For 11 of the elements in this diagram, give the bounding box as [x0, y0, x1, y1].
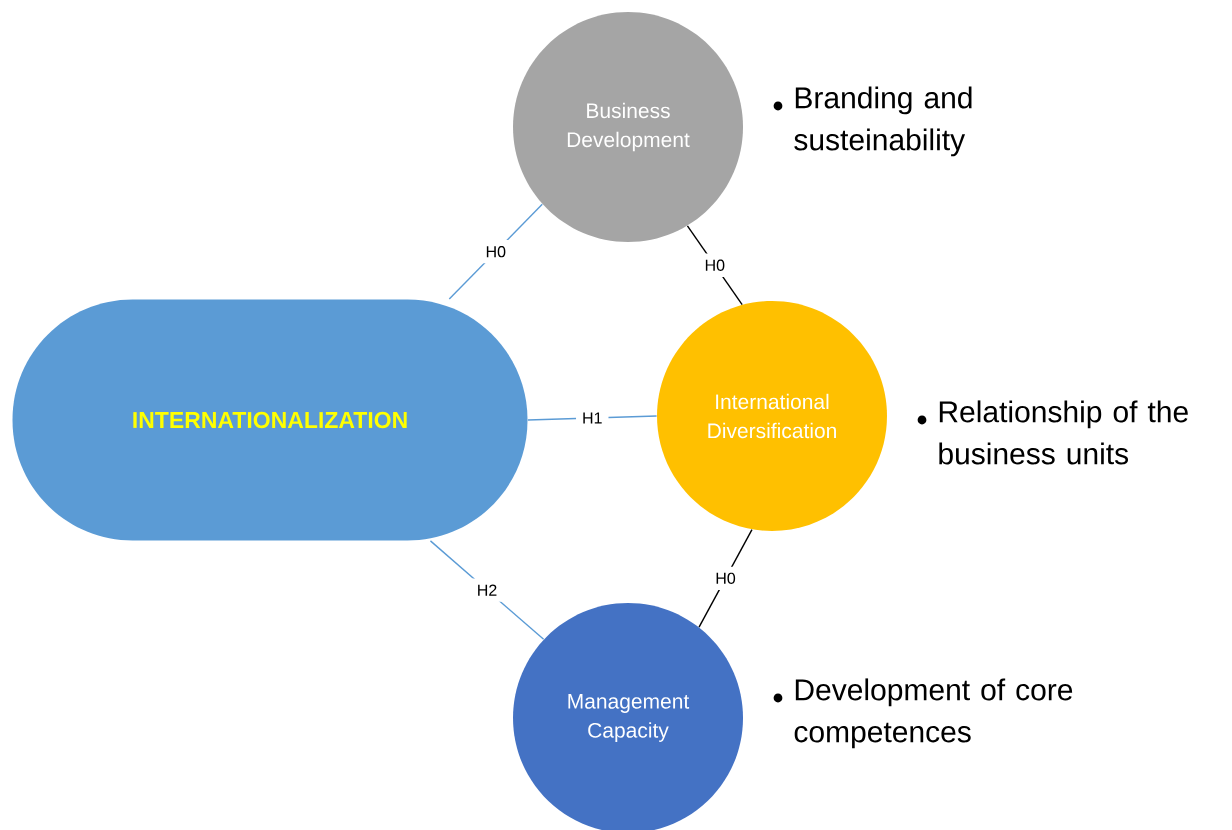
- circle-node: International Diversification: [657, 301, 887, 531]
- edge-label: H2: [470, 578, 504, 602]
- bullet-text: Branding and susteinability: [794, 86, 972, 157]
- edge-label: H0: [698, 253, 731, 277]
- edge-label: H0: [479, 240, 512, 264]
- bullet-text: Relationship of the business units: [939, 400, 1188, 465]
- edge-label: H1: [576, 406, 609, 430]
- circle-node: Business Development: [513, 12, 743, 242]
- bullet-text: Development of core competences: [794, 678, 1073, 749]
- edge-label: H0: [709, 566, 742, 590]
- rounded-box: INTERNATIONALIZATION: [12, 299, 528, 541]
